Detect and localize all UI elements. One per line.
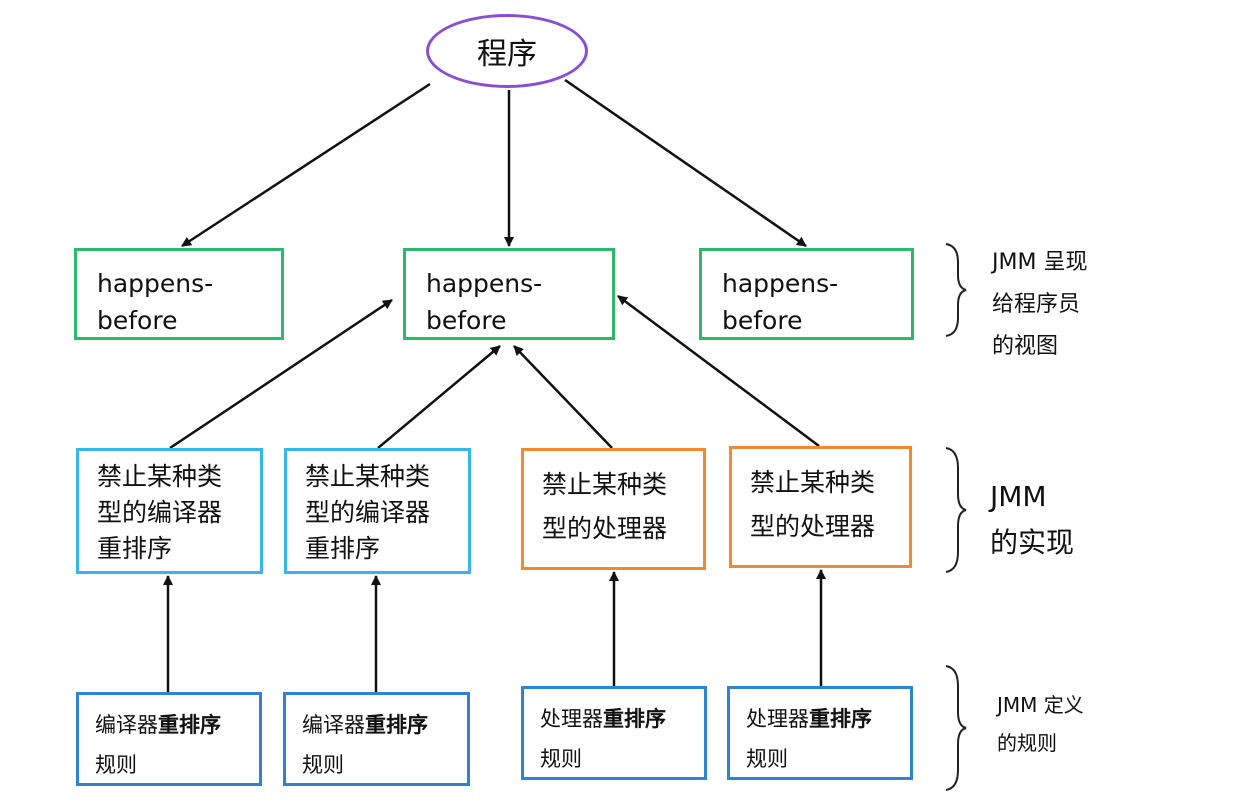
hb-right-line1: happens-: [722, 269, 839, 298]
rule4-light: 处理器: [746, 707, 809, 731]
label-jmm-rules: JMM 定义 的规则: [997, 686, 1084, 762]
rule2-line2: 规则: [302, 753, 344, 777]
arrow-compiler2-to-hb: [377, 345, 501, 449]
compiler1-line3: 重排序: [97, 534, 173, 563]
rule1-line1: 编译器重排序: [95, 705, 259, 745]
processor-reorder-box-1: 禁止某种类 型的处理器: [521, 448, 706, 570]
rule-box-compiler-1: 编译器重排序 规则: [76, 692, 262, 786]
compiler-reorder-box-2: 禁止某种类 型的编译器 重排序: [284, 448, 471, 574]
compiler1-line1: 禁止某种类: [97, 462, 223, 491]
rule4-line2: 规则: [746, 747, 788, 771]
processor1-line2: 型的处理器: [542, 514, 668, 543]
brace-rules: [945, 665, 967, 791]
rule-box-compiler-2: 编译器重排序 规则: [283, 692, 470, 786]
rule3-light: 处理器: [540, 707, 603, 731]
label-jmm-view: JMM 呈现 给程序员 的视图: [992, 242, 1087, 368]
rule2-light: 编译器: [302, 713, 365, 737]
rule4-line1: 处理器重排序: [746, 699, 910, 739]
arrow-processor1-to-hb: [513, 345, 613, 449]
happens-before-box-left: happens- before: [74, 248, 284, 340]
rule3-line1: 处理器重排序: [540, 699, 704, 739]
rule2-line1: 编译器重排序: [302, 705, 467, 745]
arrow-root-to-hb-right: [564, 78, 807, 248]
arrow-compiler1-to-hb: [169, 298, 393, 450]
brace-impl: [945, 447, 967, 573]
label-jmm-impl: JMM 的实现: [990, 474, 1074, 566]
compiler2-line3: 重排序: [305, 534, 381, 563]
impl-line2: 的实现: [990, 526, 1075, 559]
rule1-bold: 重排序: [158, 713, 221, 737]
arrow-root-to-hb-left: [181, 82, 431, 248]
impl-line1: JMM: [990, 480, 1047, 513]
rule1-line2: 规则: [95, 753, 137, 777]
rule3-line2: 规则: [540, 747, 582, 771]
hb-left-line1: happens-: [97, 269, 214, 298]
happens-before-box-center: happens- before: [403, 248, 615, 340]
program-node: 程序: [426, 14, 588, 88]
compiler2-line2: 型的编译器: [305, 498, 431, 527]
rule2-bold: 重排序: [365, 713, 428, 737]
compiler1-line2: 型的编译器: [97, 498, 223, 527]
processor2-line1: 禁止某种类: [750, 468, 876, 497]
arrow-processor2-to-hb: [617, 294, 820, 448]
rule4-bold: 重排序: [809, 707, 872, 731]
rule1-light: 编译器: [95, 713, 158, 737]
compiler2-line1: 禁止某种类: [305, 462, 431, 491]
view-line2: 给程序员: [992, 292, 1081, 317]
program-label: 程序: [477, 37, 537, 72]
view-line1: JMM 呈现: [992, 250, 1088, 275]
hb-right-line2: before: [722, 306, 803, 335]
processor-reorder-box-2: 禁止某种类 型的处理器: [729, 446, 912, 568]
rule3-bold: 重排序: [603, 707, 666, 731]
rules-line2: 的规则: [997, 731, 1057, 755]
rule-box-processor-2: 处理器重排序 规则: [727, 686, 913, 780]
brace-view: [945, 243, 967, 337]
hb-center-line1: happens-: [426, 269, 543, 298]
rules-line1: JMM 定义: [997, 693, 1084, 717]
hb-left-line2: before: [97, 306, 178, 335]
processor2-line2: 型的处理器: [750, 512, 876, 541]
hb-center-line2: before: [426, 306, 507, 335]
processor1-line1: 禁止某种类: [542, 470, 668, 499]
view-line3: 的视图: [992, 334, 1059, 359]
rule-box-processor-1: 处理器重排序 规则: [521, 686, 707, 780]
compiler-reorder-box-1: 禁止某种类 型的编译器 重排序: [76, 448, 263, 574]
happens-before-box-right: happens- before: [699, 248, 914, 340]
